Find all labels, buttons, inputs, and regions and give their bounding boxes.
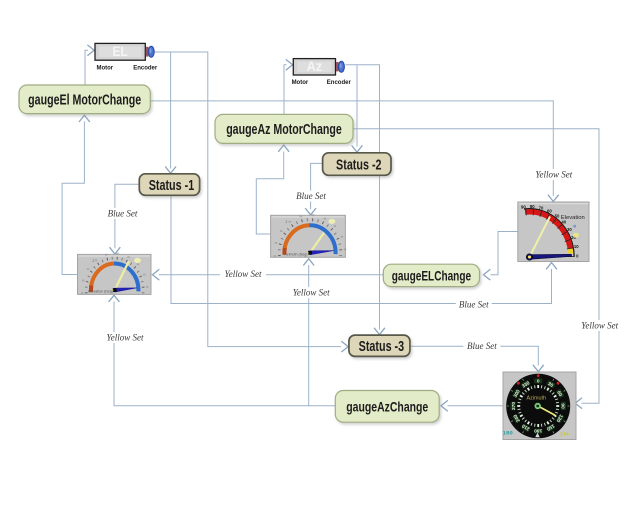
svg-text:90: 90: [560, 403, 566, 409]
svg-text:90: 90: [521, 205, 526, 210]
svg-text:Yellow Set: Yellow Set: [535, 170, 572, 180]
svg-text:270: 270: [511, 402, 517, 410]
svg-text:Status -3: Status -3: [359, 339, 405, 355]
svg-text:Azimuth: Azimuth: [527, 396, 546, 402]
svg-text:Status -1: Status -1: [149, 178, 195, 194]
svg-text:Status -2: Status -2: [336, 157, 382, 173]
svg-text:Elevation (Deg): Elevation (Deg): [88, 290, 113, 294]
svg-text:0: 0: [537, 379, 540, 385]
svg-text:Az: Az: [307, 58, 322, 74]
svg-text:Motor: Motor: [96, 66, 113, 72]
svg-text:Yellow Set: Yellow Set: [225, 269, 262, 279]
svg-text:Elevation: Elevation: [561, 215, 585, 221]
svg-text:Azimuth (Deg): Azimuth (Deg): [285, 252, 308, 256]
svg-text:50: 50: [555, 213, 560, 218]
svg-text:Blue Set: Blue Set: [459, 300, 489, 310]
svg-text:80: 80: [530, 204, 535, 209]
svg-text:EL: EL: [113, 43, 129, 59]
svg-text:gaugeEl MotorChange: gaugeEl MotorChange: [28, 93, 141, 109]
svg-text:70: 70: [539, 206, 544, 211]
svg-text:gaugeELChange: gaugeELChange: [392, 269, 472, 284]
svg-text:180: 180: [534, 427, 542, 433]
svg-text:Blue Set: Blue Set: [467, 341, 497, 351]
svg-text:Blue Set: Blue Set: [296, 191, 326, 201]
svg-text:60: 60: [547, 209, 552, 214]
svg-text:10: 10: [574, 244, 579, 249]
svg-text:Encoder: Encoder: [327, 80, 352, 86]
svg-text:Yellow Set: Yellow Set: [107, 333, 144, 343]
svg-text:Yellow Set: Yellow Set: [293, 288, 330, 298]
svg-text:180: 180: [502, 429, 513, 436]
svg-text:gaugeAzChange: gaugeAzChange: [346, 400, 428, 415]
svg-text:gaugeAz MotorChange: gaugeAz MotorChange: [226, 122, 342, 138]
svg-text:Encoder: Encoder: [133, 66, 158, 72]
svg-text:Yellow Set: Yellow Set: [581, 320, 618, 330]
svg-text:30: 30: [567, 227, 572, 232]
svg-text:Motor: Motor: [292, 80, 309, 86]
svg-text:144: 144: [560, 432, 569, 438]
svg-text:Blue Set: Blue Set: [108, 208, 138, 218]
